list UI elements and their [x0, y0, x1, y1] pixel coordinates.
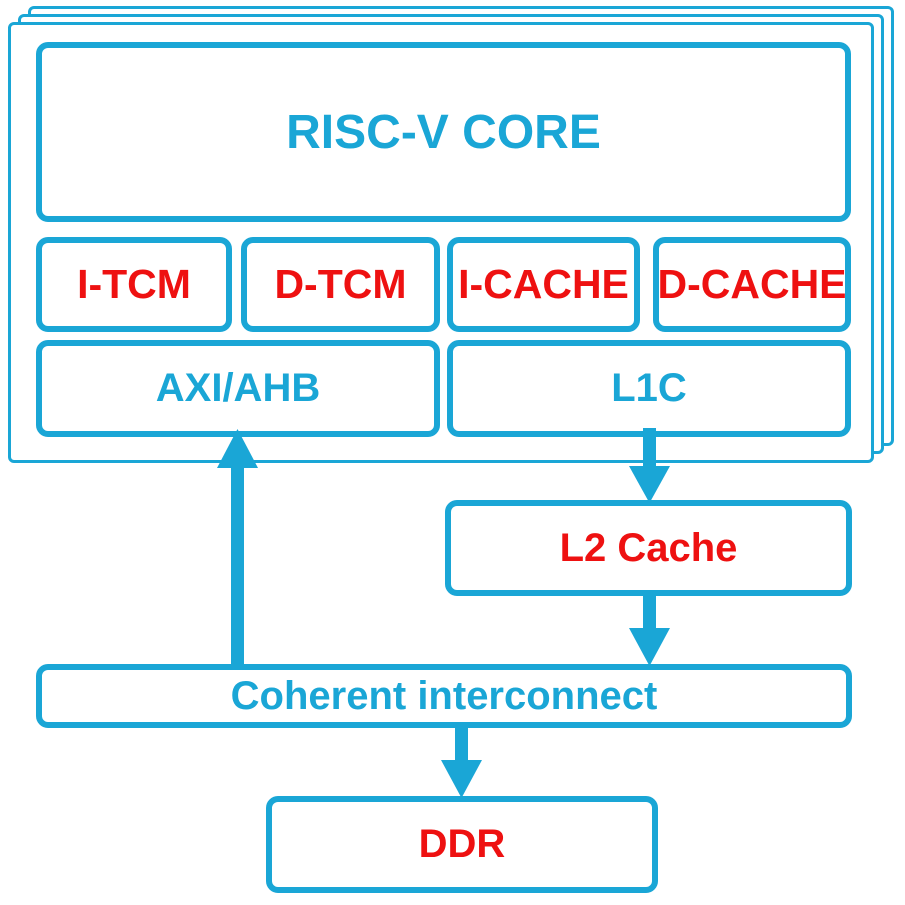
i-tcm-box: I-TCM: [36, 237, 232, 332]
d-tcm-box: D-TCM: [241, 237, 440, 332]
l1c-label: L1C: [611, 366, 687, 410]
i-cache-box: I-CACHE: [447, 237, 640, 332]
coherent-interconnect-box: Coherent interconnect: [36, 664, 852, 728]
arrow-interconnect-to-ddr: [441, 722, 482, 798]
ddr-box: DDR: [266, 796, 658, 893]
d-cache-label: D-CACHE: [657, 261, 847, 307]
d-cache-box: D-CACHE: [653, 237, 851, 332]
risc-v-core-label: RISC-V CORE: [286, 105, 601, 159]
l2-cache-label: L2 Cache: [559, 525, 738, 570]
risc-v-core-box: RISC-V CORE: [36, 42, 851, 222]
arrow-l1c-to-l2-cache: [629, 428, 670, 503]
d-tcm-label: D-TCM: [274, 261, 407, 307]
i-tcm-label: I-TCM: [77, 261, 191, 307]
arrow-interconnect-to-axi-ahb: [217, 429, 258, 666]
ddr-label: DDR: [418, 822, 506, 866]
coherent-interconnect-label: Coherent interconnect: [230, 673, 658, 718]
axi-ahb-label: AXI/AHB: [155, 366, 321, 410]
l1c-box: L1C: [447, 340, 851, 437]
i-cache-label: I-CACHE: [458, 261, 629, 307]
arrow-l2-cache-to-interconnect: [629, 590, 670, 666]
